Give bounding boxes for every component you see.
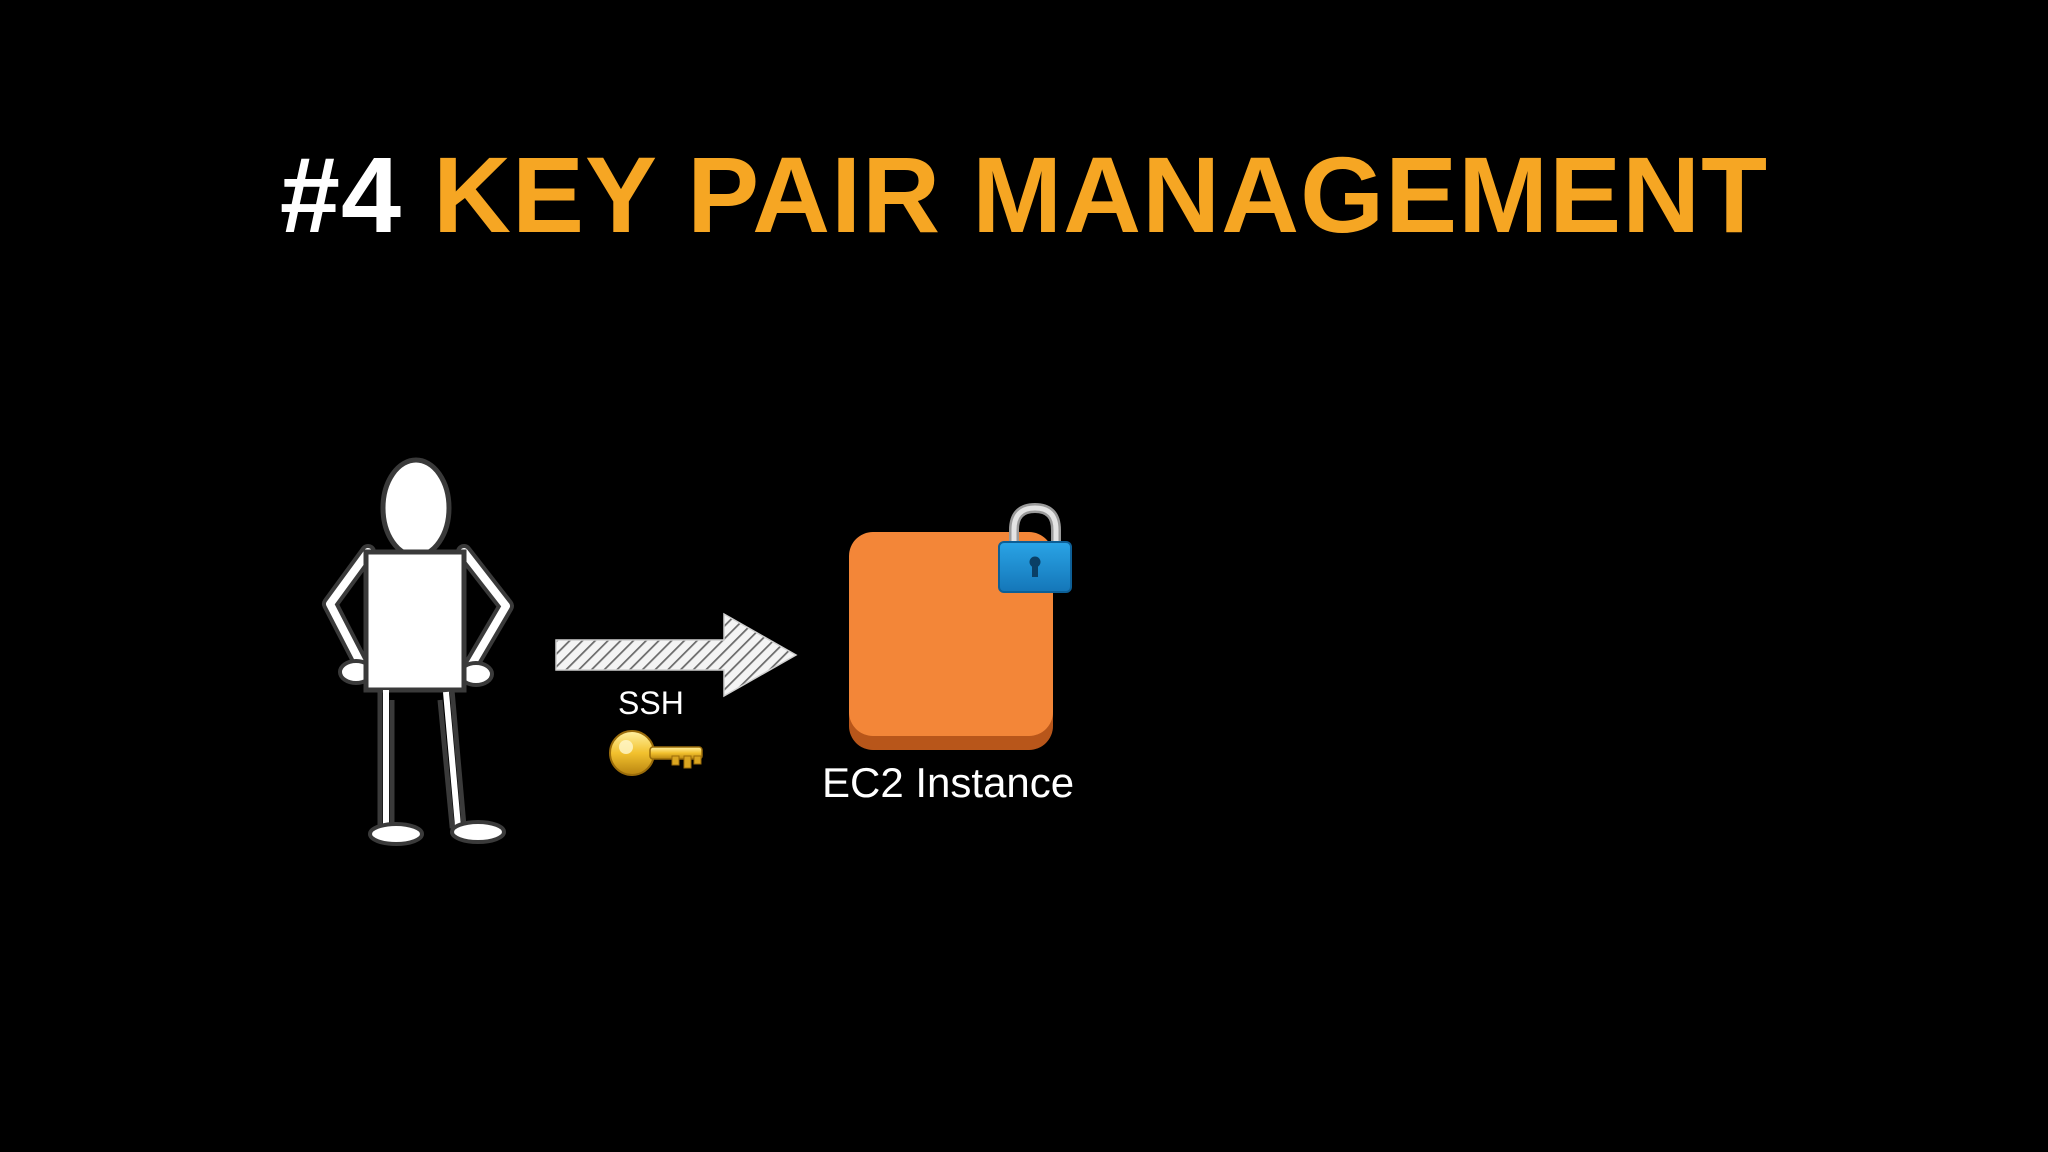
slide-title: #4 KEY PAIR MANAGEMENT <box>0 130 2048 260</box>
title-number: #4 <box>279 134 403 255</box>
padlock-icon <box>998 502 1072 593</box>
ec2-instance-label: EC2 Instance <box>822 759 1075 806</box>
title-text: KEY PAIR MANAGEMENT <box>433 134 1769 255</box>
key-icon <box>609 730 703 776</box>
stick-figure-icon <box>322 457 514 846</box>
hatched-arrow-icon <box>555 612 798 698</box>
ssh-label: SSH <box>618 685 684 721</box>
